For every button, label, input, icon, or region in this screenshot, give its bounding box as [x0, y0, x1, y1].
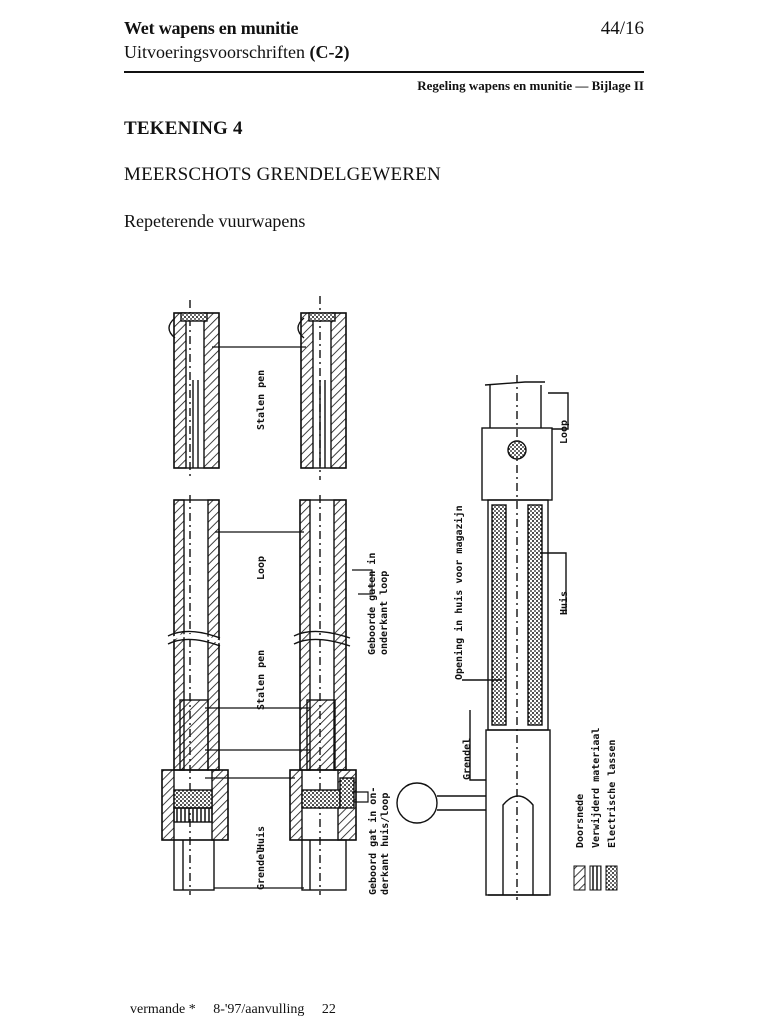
label-stalen-pen-top: Stalen pen: [256, 370, 267, 430]
legend-swatch-lassen: [605, 865, 618, 891]
label-geboorde-gaten-2: onderkant loop: [379, 571, 390, 655]
footer-edition: 8-'97/aanvulling: [213, 1002, 305, 1017]
header-rule: [124, 71, 644, 73]
appendix-note: Regeling wapens en munitie — Bijlage II: [417, 78, 644, 93]
top-left-barrel-section: [168, 300, 220, 480]
law-title: Wet wapens en munitie: [124, 18, 299, 38]
label-geboord-gat-1: Geboord gat in on-: [367, 787, 379, 895]
label-huis-left: Huis: [255, 826, 267, 850]
lower-left-section: [161, 495, 229, 895]
legend-doorsnede: Doorsnede: [575, 794, 586, 848]
legend: Doorsnede Verwijderd materiaal Electrisc…: [573, 728, 618, 891]
label-loop-left: Loop: [256, 556, 267, 580]
label-grendel-left: Grendel: [256, 848, 267, 890]
legend-swatch-verwijderd: [589, 865, 602, 891]
legend-lassen: Electrische lassen: [606, 740, 618, 848]
section-heading: MEERSCHOTS GRENDELGEWEREN: [124, 164, 441, 185]
receiver-drawing: [396, 375, 569, 900]
lower-right-section: [289, 495, 357, 895]
footer-publisher: vermande *: [130, 1002, 196, 1017]
legend-verwijderd: Verwijderd materiaal: [590, 728, 602, 848]
top-right-barrel-section: [297, 296, 347, 480]
label-geboorde-gaten-1: Geboorde gaten in: [366, 553, 378, 655]
footer-number: 22: [321, 1002, 336, 1017]
label-geboord-gat-2: derkant huis/loop: [379, 793, 391, 895]
page-number: 44/16: [600, 18, 644, 39]
drawing-title: TEKENING 4: [124, 118, 243, 139]
label-stalen-pen-mid: Stalen pen: [256, 650, 267, 710]
label-opening-magazijn: Opening in huis voor magazijn: [453, 505, 465, 680]
label-loop-right: Loop: [559, 420, 570, 444]
page-footer: vermande * 8-'97/aanvulling 22: [130, 1002, 350, 1018]
subtitle-code: (C-2): [309, 42, 350, 62]
law-subtitle: Uitvoeringsvoorschriften (C-2): [124, 42, 349, 63]
lower-leaders: [205, 531, 373, 889]
legend-swatch-doorsnede: [573, 865, 586, 891]
subtitle-text: Uitvoeringsvoorschriften: [124, 42, 310, 62]
label-huis-right: Huis: [558, 591, 570, 615]
label-grendel-right: Grendel: [462, 738, 473, 780]
section-subheading: Repeterende vuurwapens: [124, 211, 306, 231]
